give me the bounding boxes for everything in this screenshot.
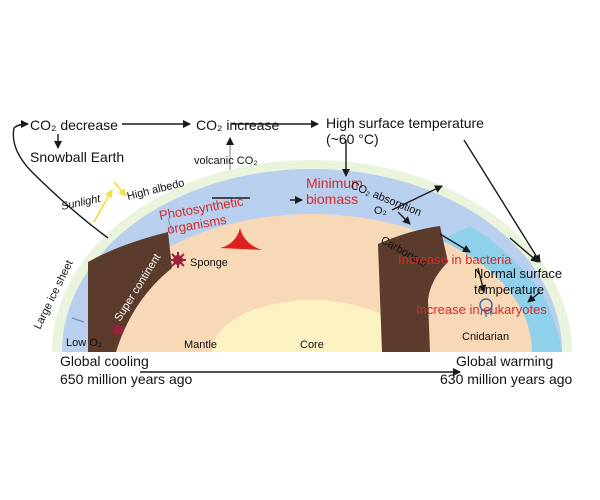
- cycle-arrows: [12, 120, 541, 376]
- co2-decrease-label: CO₂ decrease: [30, 117, 118, 133]
- core-layer: [212, 300, 412, 352]
- low-o2-label: Low O₂: [66, 337, 102, 349]
- co2-increase-label: CO₂ increase: [196, 117, 279, 133]
- sponge-icon: [170, 252, 186, 268]
- high-temp-label-line2: (~60 °C): [326, 131, 379, 147]
- snowball-earth-label: Snowball Earth: [30, 149, 124, 165]
- volcanic-co2-label: volcanic CO₂: [194, 155, 258, 167]
- sponge-icon-small: [112, 324, 124, 336]
- warming-date-label: 630 million years ago: [440, 371, 573, 387]
- minimum-biomass-line1: Minimum: [306, 175, 363, 191]
- o2-label: O₂: [374, 205, 387, 217]
- increase-bacteria-label: Increase in bacteria: [398, 252, 512, 267]
- increase-eukaryotes-label: Increase in eukaryotes: [416, 302, 547, 317]
- super-continent: [88, 232, 172, 352]
- normal-temp-line1: Normal surface: [474, 266, 562, 281]
- cnidarian-label: Cnidarian: [462, 331, 509, 343]
- cooling-date-label: 650 million years ago: [60, 371, 193, 387]
- sponge-label: Sponge: [190, 257, 228, 269]
- minimum-biomass-line2: biomass: [306, 191, 358, 207]
- sunlight-label: Sunlight: [60, 193, 102, 213]
- global-warming-label: Global warming: [456, 353, 553, 369]
- global-cooling-label: Global cooling: [60, 353, 149, 369]
- cnidarian-icon: [479, 298, 493, 317]
- core-label: Core: [300, 339, 324, 351]
- high-temp-label-line1: High surface temperature: [326, 115, 484, 131]
- volcanic-vent: [220, 228, 262, 250]
- normal-temp-line2: temperature: [474, 282, 544, 297]
- mantle-label: Mantle: [184, 339, 217, 351]
- earth-cross-section: [52, 160, 572, 352]
- right-continent: [378, 226, 448, 352]
